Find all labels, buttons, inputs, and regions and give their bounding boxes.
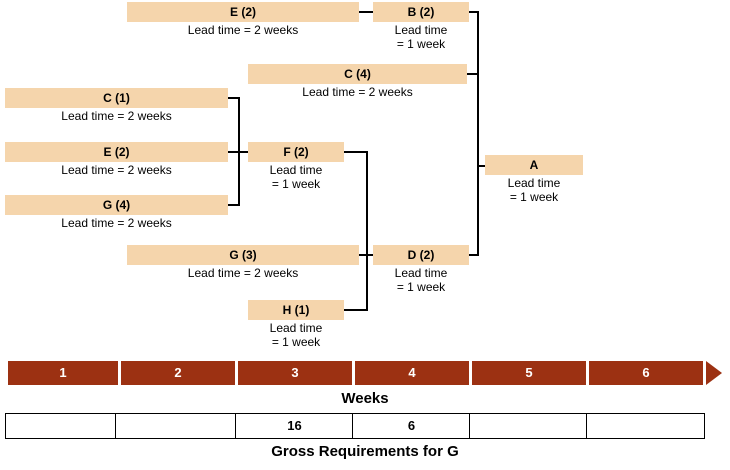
node-caption: Lead time = 2 weeks <box>61 109 172 123</box>
node-E2-mid[interactable]: E (2) Lead time = 2 weeks <box>5 142 228 177</box>
week-cell-1[interactable]: 1 <box>8 361 118 385</box>
week-cell-5[interactable]: 5 <box>472 361 586 385</box>
gross-req-cell-5[interactable] <box>469 413 588 439</box>
node-label: A <box>485 155 583 175</box>
node-caption: Lead time = 2 weeks <box>302 85 413 99</box>
node-label: H (1) <box>248 300 344 320</box>
node-caption-line2: = 1 week <box>271 335 321 349</box>
node-label: F (2) <box>248 142 344 162</box>
node-caption: Lead time = 2 weeks <box>187 266 299 280</box>
node-caption: Lead time = 2 weeks <box>61 163 172 177</box>
week-cell-4[interactable]: 4 <box>355 361 469 385</box>
node-label: D (2) <box>373 245 469 265</box>
node-C4[interactable]: C (4) Lead time = 2 weeks <box>248 64 467 99</box>
node-label: G (3) <box>127 245 359 265</box>
connector-line <box>467 254 479 256</box>
node-E2-top[interactable]: E (2) Lead time = 2 weeks <box>127 2 359 37</box>
node-caption-line1: Lead time <box>394 266 448 280</box>
timeline-arrow-icon <box>706 361 722 385</box>
node-label: C (4) <box>248 64 467 84</box>
node-caption-line1: Lead time <box>394 23 448 37</box>
connector-line <box>228 97 240 99</box>
node-label: E (2) <box>5 142 228 162</box>
node-G3[interactable]: G (3) Lead time = 2 weeks <box>127 245 359 280</box>
node-caption-line2: = 1 week <box>396 280 446 294</box>
node-caption: Lead time = 2 weeks <box>61 216 172 230</box>
week-cell-3[interactable]: 3 <box>238 361 352 385</box>
connector-line <box>366 151 368 255</box>
node-caption-line1: Lead time <box>269 163 323 177</box>
node-label: C (1) <box>5 88 228 108</box>
connector-line <box>228 204 240 206</box>
node-B2[interactable]: B (2) Lead time = 1 week <box>373 2 469 51</box>
gross-requirements-label: Gross Requirements for G <box>271 443 459 460</box>
node-label: E (2) <box>127 2 359 22</box>
node-D2[interactable]: D (2) Lead time = 1 week <box>373 245 469 294</box>
node-label: G (4) <box>5 195 228 215</box>
gross-req-cell-1[interactable] <box>5 413 117 439</box>
week-cell-2[interactable]: 2 <box>121 361 235 385</box>
weeks-axis-label: Weeks <box>341 390 389 407</box>
node-G4[interactable]: G (4) Lead time = 2 weeks <box>5 195 228 230</box>
node-caption: Lead time = 2 weeks <box>187 23 299 37</box>
connector-line <box>477 11 479 165</box>
gross-req-cell-2[interactable] <box>115 413 237 439</box>
node-label: B (2) <box>373 2 469 22</box>
connector-line <box>477 165 487 167</box>
node-caption-line2: = 1 week <box>509 190 559 204</box>
connector-line <box>344 309 368 311</box>
connector-line <box>366 254 368 310</box>
connector-line <box>238 97 240 205</box>
node-H1[interactable]: H (1) Lead time = 1 week <box>248 300 344 349</box>
gross-req-cell-4[interactable]: 6 <box>352 413 471 439</box>
connector-line <box>359 11 375 13</box>
node-caption-line1: Lead time <box>269 321 323 335</box>
week-cell-6[interactable]: 6 <box>589 361 703 385</box>
connector-line <box>467 73 479 75</box>
node-caption-line1: Lead time <box>507 176 561 190</box>
connector-line <box>477 165 479 256</box>
node-F2[interactable]: F (2) Lead time = 1 week <box>248 142 344 191</box>
node-A[interactable]: A Lead time = 1 week <box>485 155 583 204</box>
node-C1[interactable]: C (1) Lead time = 2 weeks <box>5 88 228 123</box>
connector-line <box>344 151 368 153</box>
gross-req-cell-3[interactable]: 16 <box>235 413 354 439</box>
node-caption-line2: = 1 week <box>396 37 446 51</box>
node-caption-line2: = 1 week <box>271 177 321 191</box>
connector-line <box>467 11 479 13</box>
gross-req-cell-6[interactable] <box>586 413 705 439</box>
